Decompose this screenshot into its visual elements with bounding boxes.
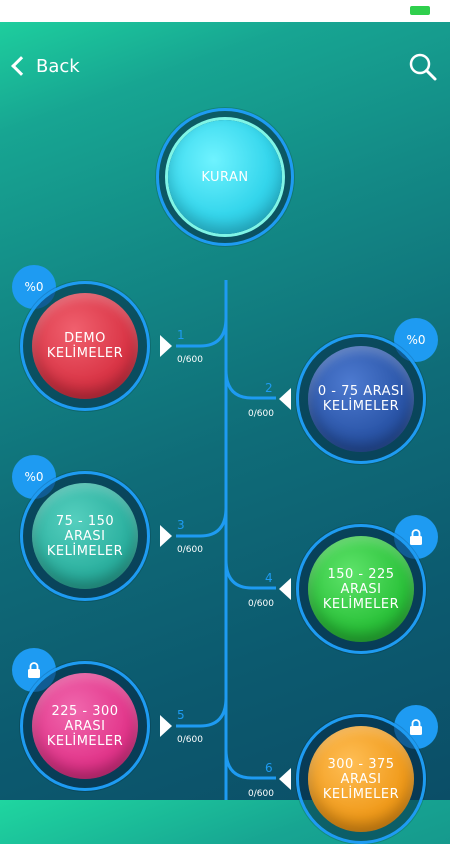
- level-3-arrow: [160, 525, 172, 547]
- level-5-progress: 0/600: [177, 735, 203, 745]
- level-2-number: 2: [265, 381, 273, 395]
- status-bar: [0, 0, 450, 22]
- lock-icon: [410, 719, 422, 735]
- tree-connectors: [176, 280, 276, 800]
- level-5-number: 5: [177, 708, 185, 722]
- level-4-number: 4: [265, 571, 273, 585]
- lock-icon: [410, 529, 422, 545]
- level-3-label: 75 - 150 ARASI KELİMELER: [46, 513, 124, 559]
- search-icon[interactable]: [408, 52, 438, 82]
- level-1-progress-badge: %0: [12, 265, 56, 309]
- back-button[interactable]: Back: [8, 52, 80, 80]
- level-1-node[interactable]: DEMO KELİMELER: [20, 281, 150, 411]
- root-node[interactable]: KURAN: [156, 108, 294, 246]
- lock-icon: [28, 662, 40, 678]
- level-3-number: 3: [177, 518, 185, 532]
- battery-icon: [410, 6, 430, 15]
- level-2-node[interactable]: 0 - 75 ARASI KELİMELER: [296, 334, 426, 464]
- root-ball: KURAN: [168, 120, 282, 234]
- level-6-arrow: [279, 768, 291, 790]
- level-2-arrow: [279, 388, 291, 410]
- level-2-progress: 0/600: [248, 409, 274, 419]
- level-3-node[interactable]: 75 - 150 ARASI KELİMELER: [20, 471, 150, 601]
- level-1-arrow: [160, 335, 172, 357]
- level-4-arrow: [279, 578, 291, 600]
- back-label: Back: [36, 55, 80, 77]
- level-2-label: 0 - 75 ARASI KELİMELER: [317, 384, 405, 414]
- level-5-node[interactable]: 225 - 300 ARASI KELİMELER: [20, 661, 150, 791]
- level-1-progress: 0/600: [177, 355, 203, 365]
- level-1-number: 1: [177, 328, 185, 342]
- level-6-number: 6: [265, 761, 273, 775]
- root-label: KURAN: [201, 169, 249, 185]
- level-4-label: 150 - 225 ARASI KELİMELER: [322, 566, 400, 612]
- level-3-progress: 0/600: [177, 545, 203, 555]
- level-4-progress: 0/600: [248, 599, 274, 609]
- level-4-node[interactable]: 150 - 225 ARASI KELİMELER: [296, 524, 426, 654]
- level-5-arrow: [160, 715, 172, 737]
- level-6-progress: 0/600: [248, 789, 274, 799]
- level-4-lock-badge: [394, 515, 438, 559]
- level-5-label: 225 - 300 ARASI KELİMELER: [46, 703, 124, 749]
- level-6-label: 300 - 375 ARASI KELİMELER: [322, 756, 400, 802]
- level-1-label: DEMO KELİMELER: [46, 331, 124, 361]
- level-6-node[interactable]: 300 - 375 ARASI KELİMELER: [296, 714, 426, 844]
